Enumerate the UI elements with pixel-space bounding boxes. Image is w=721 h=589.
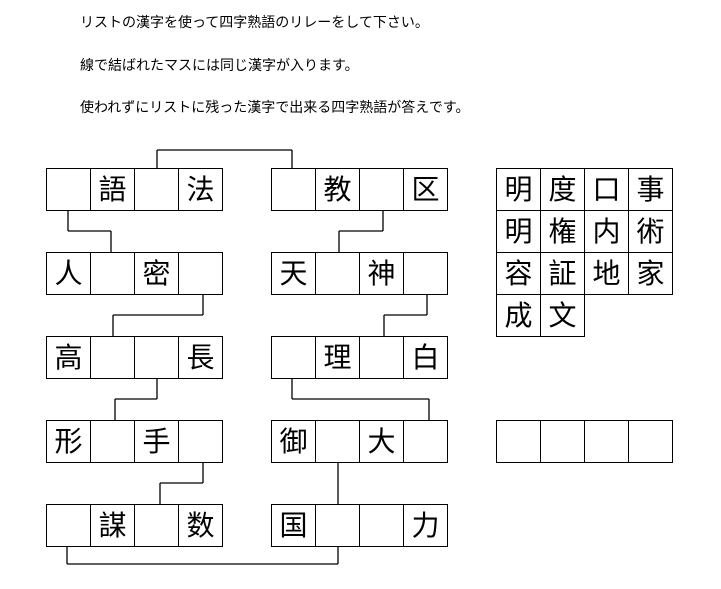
kanji-cell[interactable]: 理 — [316, 337, 360, 379]
kanji-cell[interactable]: 神 — [360, 253, 404, 295]
answer-cell[interactable] — [497, 421, 541, 463]
kanji-cell[interactable] — [316, 253, 360, 295]
kanji-cell[interactable]: 手 — [135, 421, 179, 463]
list-kanji[interactable]: 成 — [497, 295, 541, 337]
kanji-cell[interactable] — [360, 505, 404, 547]
kanji-cell[interactable]: 法 — [179, 169, 223, 211]
kanji-cell[interactable]: 形 — [47, 421, 91, 463]
kanji-cell[interactable] — [404, 253, 448, 295]
kanji-cell[interactable]: 御 — [272, 421, 316, 463]
word-grid-right-3: 理 白 — [271, 336, 448, 379]
list-kanji[interactable]: 権 — [541, 211, 585, 253]
kanji-cell[interactable] — [179, 421, 223, 463]
kanji-cell[interactable]: 人 — [47, 253, 91, 295]
answer-cell[interactable] — [585, 421, 629, 463]
list-kanji[interactable]: 容 — [497, 253, 541, 295]
kanji-cell[interactable]: 密 — [135, 253, 179, 295]
list-kanji[interactable]: 口 — [585, 169, 629, 211]
kanji-cell[interactable] — [47, 169, 91, 211]
list-kanji[interactable]: 術 — [629, 211, 673, 253]
word-grid-right-1: 教 区 — [271, 168, 448, 211]
word-grid-left-4: 形 手 — [46, 420, 223, 463]
list-kanji[interactable]: 内 — [585, 211, 629, 253]
kanji-cell[interactable] — [47, 505, 91, 547]
kanji-cell[interactable] — [316, 505, 360, 547]
kanji-cell[interactable]: 白 — [404, 337, 448, 379]
kanji-cell[interactable] — [404, 421, 448, 463]
kanji-cell[interactable] — [135, 169, 179, 211]
word-grid-left-3: 高 長 — [46, 336, 223, 379]
kanji-cell[interactable] — [360, 337, 404, 379]
list-kanji[interactable]: 証 — [541, 253, 585, 295]
kanji-cell[interactable] — [91, 421, 135, 463]
kanji-cell[interactable]: 区 — [404, 169, 448, 211]
kanji-cell[interactable] — [272, 169, 316, 211]
word-grid-right-2: 天 神 — [271, 252, 448, 295]
kanji-cell[interactable] — [179, 253, 223, 295]
list-kanji[interactable]: 地 — [585, 253, 629, 295]
kanji-cell[interactable] — [316, 421, 360, 463]
kanji-list: 明 度 口 事 明 権 内 術 容 証 地 家 成 文 — [496, 168, 673, 337]
word-grid-left-1: 語 法 — [46, 168, 223, 211]
instruction-line-3: 使われずにリストに残った漢字で出来る四字熟語が答えです。 — [80, 100, 470, 116]
kanji-cell[interactable]: 語 — [91, 169, 135, 211]
kanji-cell[interactable]: 高 — [47, 337, 91, 379]
answer-cell[interactable] — [629, 421, 673, 463]
list-kanji[interactable]: 明 — [497, 211, 541, 253]
list-kanji[interactable]: 度 — [541, 169, 585, 211]
kanji-cell[interactable]: 謀 — [91, 505, 135, 547]
kanji-cell[interactable] — [360, 169, 404, 211]
instruction-line-2: 線で結ばれたマスには同じ漢字が入ります。 — [80, 58, 359, 74]
kanji-cell[interactable]: 力 — [404, 505, 448, 547]
list-kanji[interactable]: 明 — [497, 169, 541, 211]
word-grid-left-5: 謀 数 — [46, 504, 223, 547]
answer-grid — [496, 420, 673, 463]
kanji-cell[interactable]: 天 — [272, 253, 316, 295]
instruction-line-1: リストの漢字を使って四字熟語のリレーをして下さい。 — [80, 15, 429, 31]
kanji-cell[interactable]: 長 — [179, 337, 223, 379]
word-grid-left-2: 人 密 — [46, 252, 223, 295]
list-kanji[interactable]: 家 — [629, 253, 673, 295]
list-kanji[interactable]: 文 — [541, 295, 585, 337]
answer-cell[interactable] — [541, 421, 585, 463]
kanji-cell[interactable]: 教 — [316, 169, 360, 211]
kanji-cell[interactable] — [91, 253, 135, 295]
list-kanji[interactable]: 事 — [629, 169, 673, 211]
word-grid-right-5: 国 力 — [271, 504, 448, 547]
kanji-cell[interactable] — [135, 505, 179, 547]
kanji-cell[interactable]: 国 — [272, 505, 316, 547]
kanji-cell[interactable]: 大 — [360, 421, 404, 463]
kanji-cell[interactable] — [135, 337, 179, 379]
kanji-cell[interactable]: 数 — [179, 505, 223, 547]
kanji-cell[interactable] — [91, 337, 135, 379]
word-grid-right-4: 御 大 — [271, 420, 448, 463]
kanji-cell[interactable] — [272, 337, 316, 379]
